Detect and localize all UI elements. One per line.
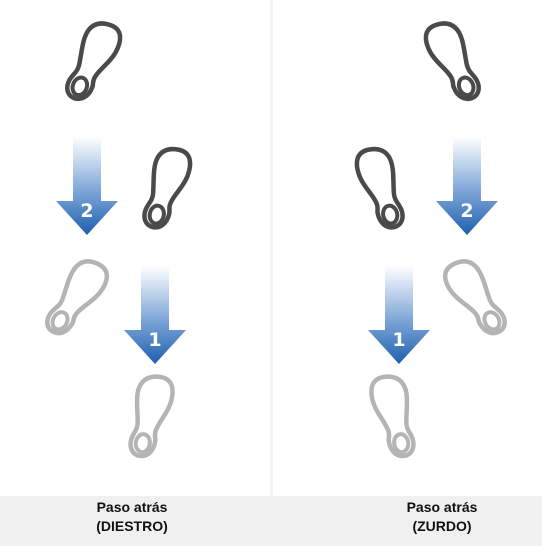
footprint-end-left-foot <box>369 374 415 459</box>
footstep-illustration: 2 1 2 1 <box>0 0 542 496</box>
caption-title: Paso atrás <box>96 499 168 515</box>
caption-title: Paso atrás <box>406 499 478 515</box>
panel-divider <box>270 0 273 496</box>
caption-right-handed: Paso atrás (DIESTRO) <box>32 498 232 536</box>
step-arrow-1: 1 <box>368 266 430 364</box>
caption-bar <box>0 496 542 546</box>
step-number-1: 1 <box>392 329 405 351</box>
footprint-start-right-foot <box>422 18 482 106</box>
caption-subtitle: (DIESTRO) <box>96 518 168 534</box>
right-diagram: 2 1 <box>354 18 509 459</box>
step-arrow-2: 2 <box>436 137 498 235</box>
caption-left-handed: Paso atrás (ZURDO) <box>342 498 542 536</box>
footprint-start-left-foot <box>354 146 405 232</box>
step-arrow-2: 2 <box>56 137 118 235</box>
left-diagram: 2 1 <box>43 18 193 459</box>
step-number-2: 2 <box>460 200 473 222</box>
step-arrow-1: 1 <box>124 266 186 364</box>
footprint-start-right-foot <box>142 146 193 232</box>
step-number-2: 2 <box>80 200 93 222</box>
footprint-start-left-foot <box>64 18 124 106</box>
footprint-end-right-foot <box>129 374 175 459</box>
step-number-1: 1 <box>148 329 161 351</box>
footprint-end-right-foot <box>440 255 509 343</box>
footprint-end-left-foot <box>43 255 112 343</box>
caption-subtitle: (ZURDO) <box>412 518 472 534</box>
